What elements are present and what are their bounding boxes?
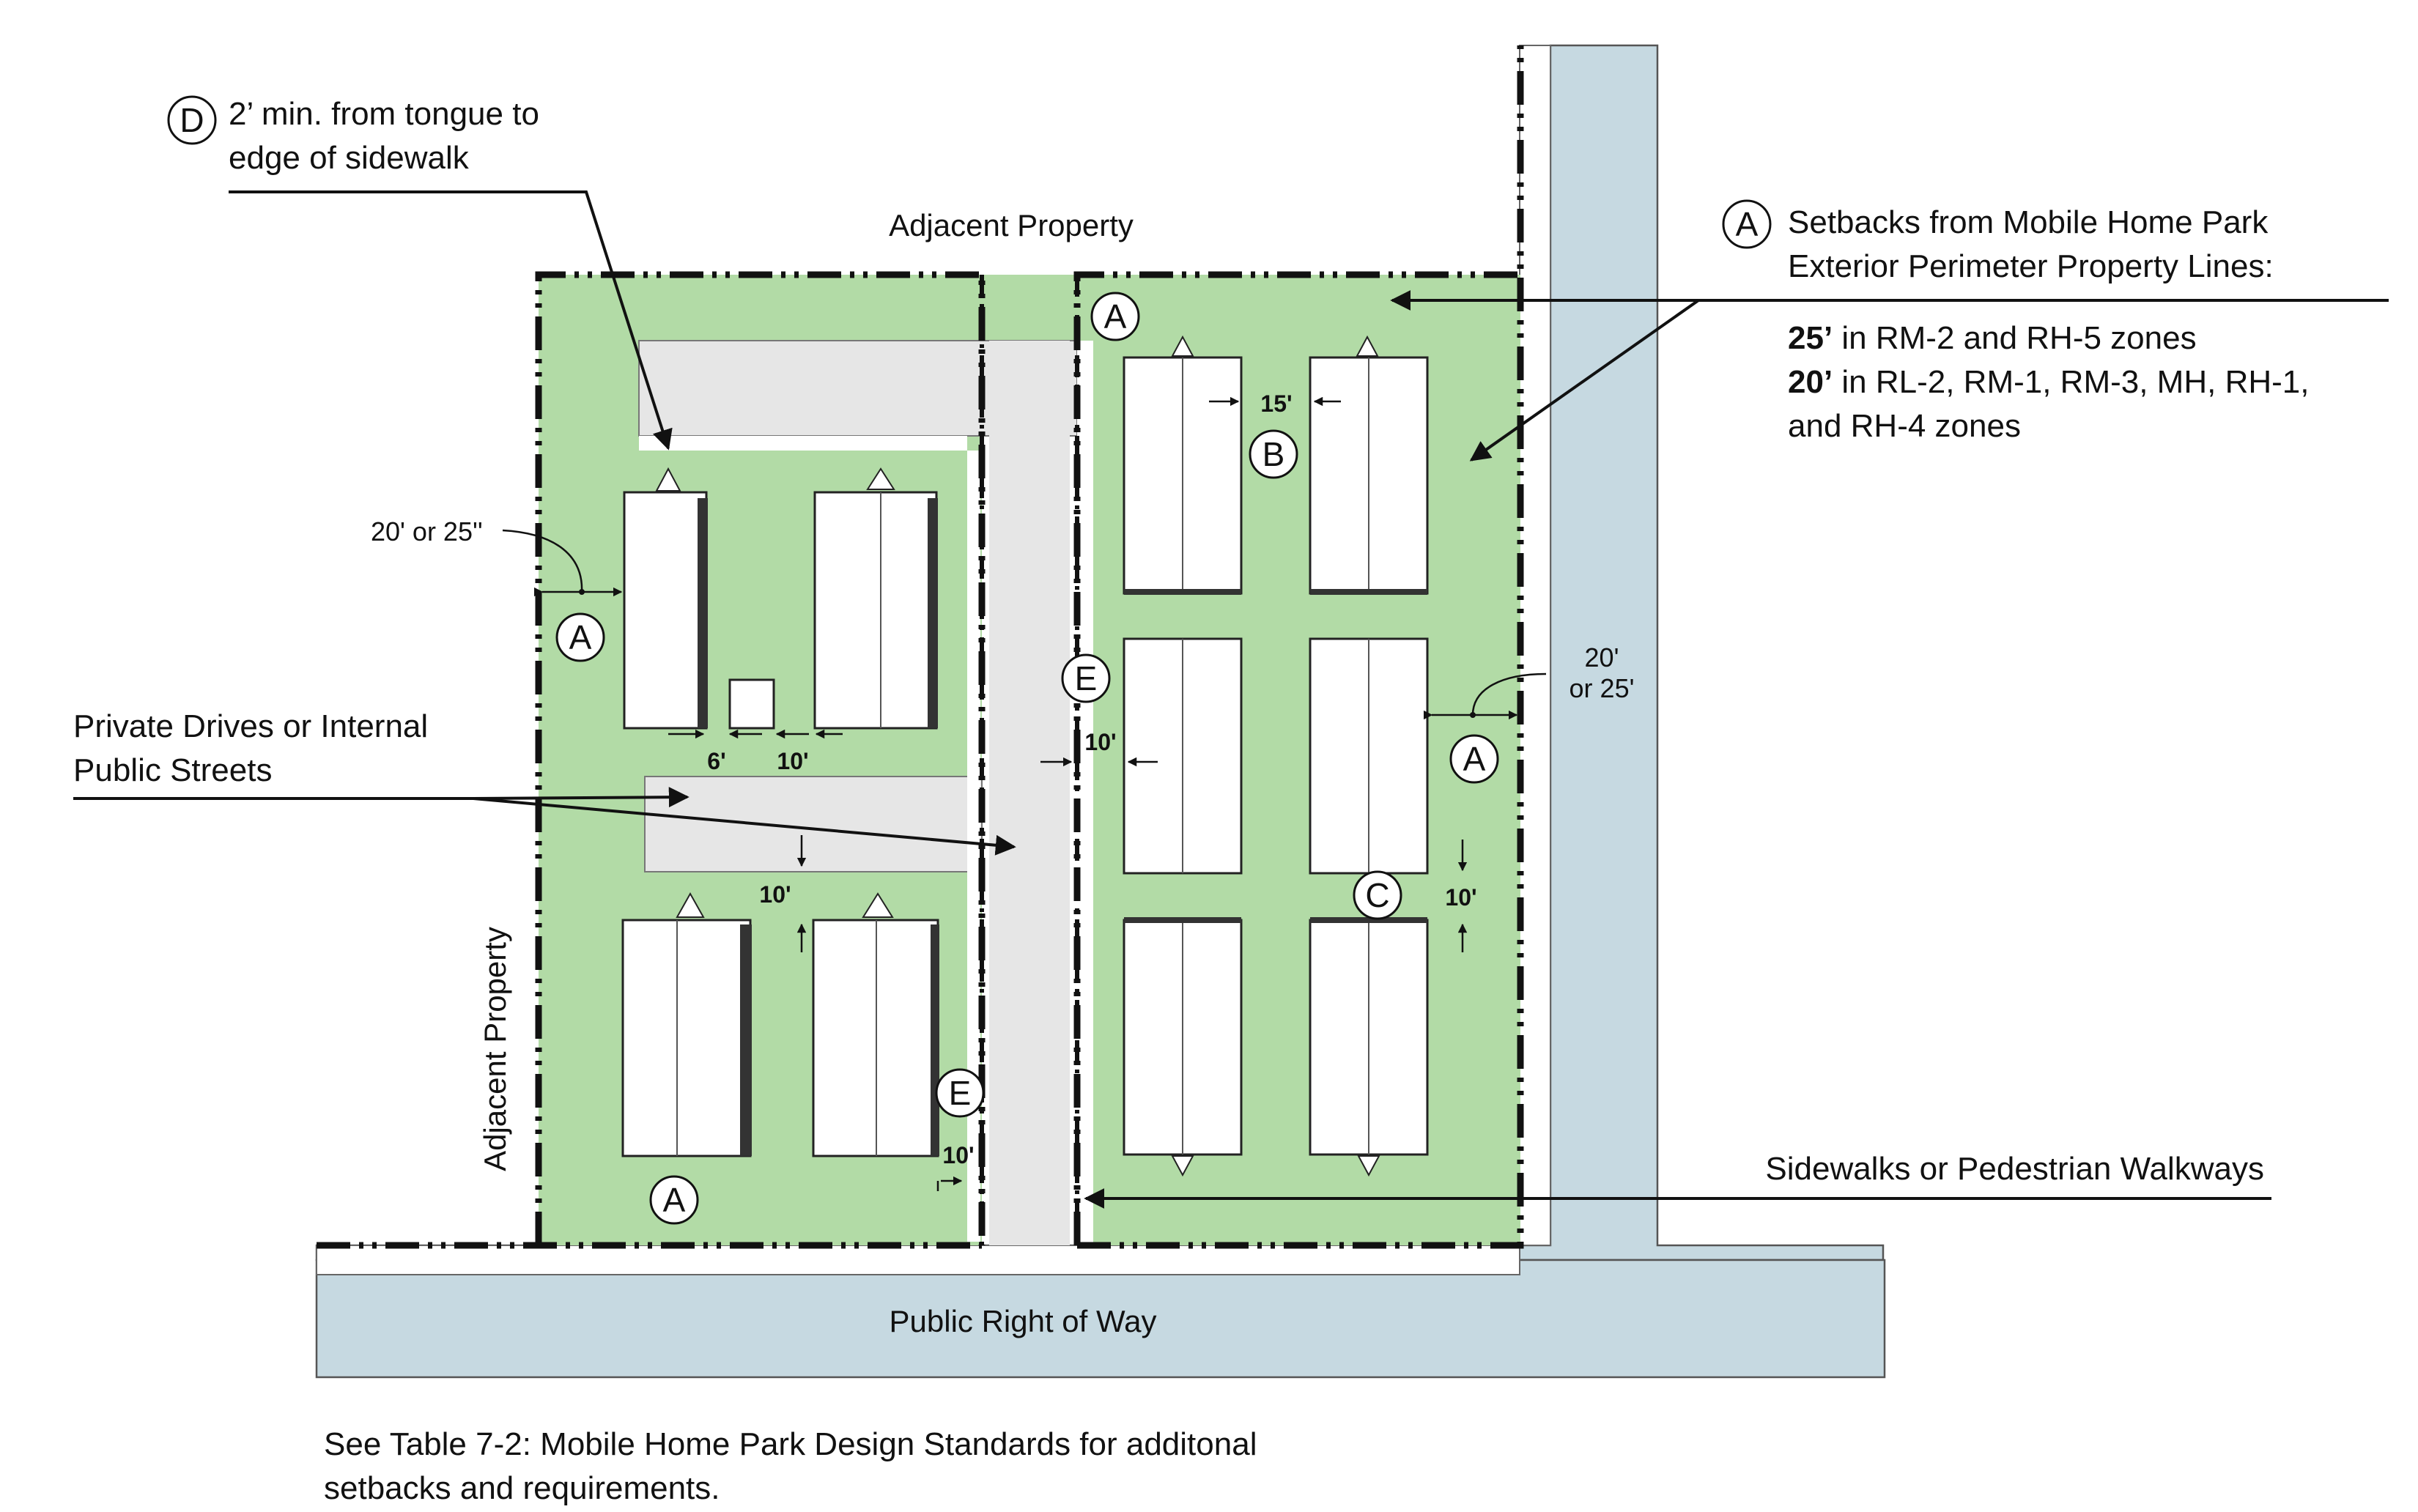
east-inner-sidewalk <box>1077 341 1093 1245</box>
marker-a-south: A <box>649 1175 699 1225</box>
marker-d: D <box>167 95 217 145</box>
svg-text:E: E <box>949 1074 972 1112</box>
main-drive <box>989 341 1070 1245</box>
svg-text:A: A <box>569 618 592 656</box>
callout-d-line1: 2’ min. from tongue to <box>229 96 539 132</box>
west-inner-sidewalk <box>967 451 980 1242</box>
accessory-building <box>728 678 775 730</box>
marker-a-callout: A <box>1722 199 1772 249</box>
svg-text:A: A <box>663 1181 686 1219</box>
callout-drives-line1: Private Drives or Internal <box>73 708 428 744</box>
home-e6 <box>1309 917 1429 1177</box>
home-w3 <box>621 892 752 1157</box>
label-adjacent-left: Adjacent Property <box>478 927 512 1171</box>
property-line-west <box>535 271 986 1245</box>
footnote-line2: setbacks and requirements. <box>324 1470 720 1506</box>
svg-text:B: B <box>1262 435 1285 473</box>
home-e3 <box>1123 637 1243 875</box>
property-line-south-east <box>1077 275 1524 1249</box>
marker-a-north: A <box>1090 292 1140 341</box>
marker-a-east: A <box>1449 734 1499 784</box>
svg-text:C: C <box>1365 876 1389 914</box>
svg-text:A: A <box>1736 205 1759 243</box>
label-10ft-e: 10' <box>1084 729 1116 755</box>
callout-d-line2: edge of sidewalk <box>229 140 470 176</box>
north-drive-sidewalk <box>639 436 967 451</box>
leader-a-diag <box>1469 299 1700 462</box>
label-right-setback-2: or 25' <box>1570 673 1635 703</box>
svg-text:E: E <box>1075 659 1098 697</box>
svg-text:D: D <box>180 101 204 139</box>
marker-e-south: E <box>935 1068 985 1118</box>
callout-a-25: 25’ in RM-2 and RH-5 zones <box>1788 320 2197 356</box>
label-10ft-se: 10' <box>942 1142 974 1168</box>
callout-a-20: 20’ in RL-2, RM-1, RM-3, MH, RH-1, <box>1788 364 2309 400</box>
callout-sidewalks: Sidewalks or Pedestrian Walkways <box>1765 1151 2264 1187</box>
svg-text:A: A <box>1104 297 1127 336</box>
dimension-10ft-se <box>936 1176 963 1191</box>
callout-drives-line2: Public Streets <box>73 752 272 788</box>
leader-d <box>229 190 673 451</box>
home-e1 <box>1123 335 1243 595</box>
home-e4 <box>1309 637 1429 875</box>
marker-b: B <box>1249 429 1298 479</box>
marker-c: C <box>1353 870 1402 920</box>
label-right-setback-1: 20' <box>1585 642 1619 672</box>
dimension-left-setback <box>502 529 623 597</box>
label-6ft: 6' <box>707 748 725 774</box>
label-10ft-c: 10' <box>1445 884 1476 911</box>
home-w4 <box>812 892 939 1157</box>
home-e5 <box>1123 917 1243 1177</box>
south-drive <box>644 776 983 872</box>
callout-a-line1: Setbacks from Mobile Home Park <box>1788 204 2269 240</box>
marker-e-north: E <box>1061 653 1111 703</box>
callout-a-20-cont: and RH-4 zones <box>1788 408 2021 444</box>
label-adjacent-top: Adjacent Property <box>889 208 1134 242</box>
leader-drives-1 <box>73 787 689 808</box>
leader-drives-2 <box>473 797 1016 856</box>
label-15ft: 15' <box>1260 390 1292 417</box>
home-w2 <box>813 467 938 730</box>
home-w1 <box>623 467 708 730</box>
label-10ft-drive: 10' <box>759 881 791 908</box>
label-public-row: Public Right of Way <box>890 1304 1157 1338</box>
home-e2 <box>1309 335 1429 595</box>
label-left-setback: 20' or 25'' <box>371 516 483 546</box>
dimension-right-setback <box>1423 672 1547 720</box>
callout-a-line2: Exterior Perimeter Property Lines: <box>1788 248 2274 284</box>
marker-a-west: A <box>555 612 605 662</box>
label-10ft-w: 10' <box>777 748 808 774</box>
footnote-line1: See Table 7-2: Mobile Home Park Design S… <box>324 1426 1257 1462</box>
center-lot <box>982 275 1077 341</box>
svg-text:A: A <box>1463 740 1486 778</box>
